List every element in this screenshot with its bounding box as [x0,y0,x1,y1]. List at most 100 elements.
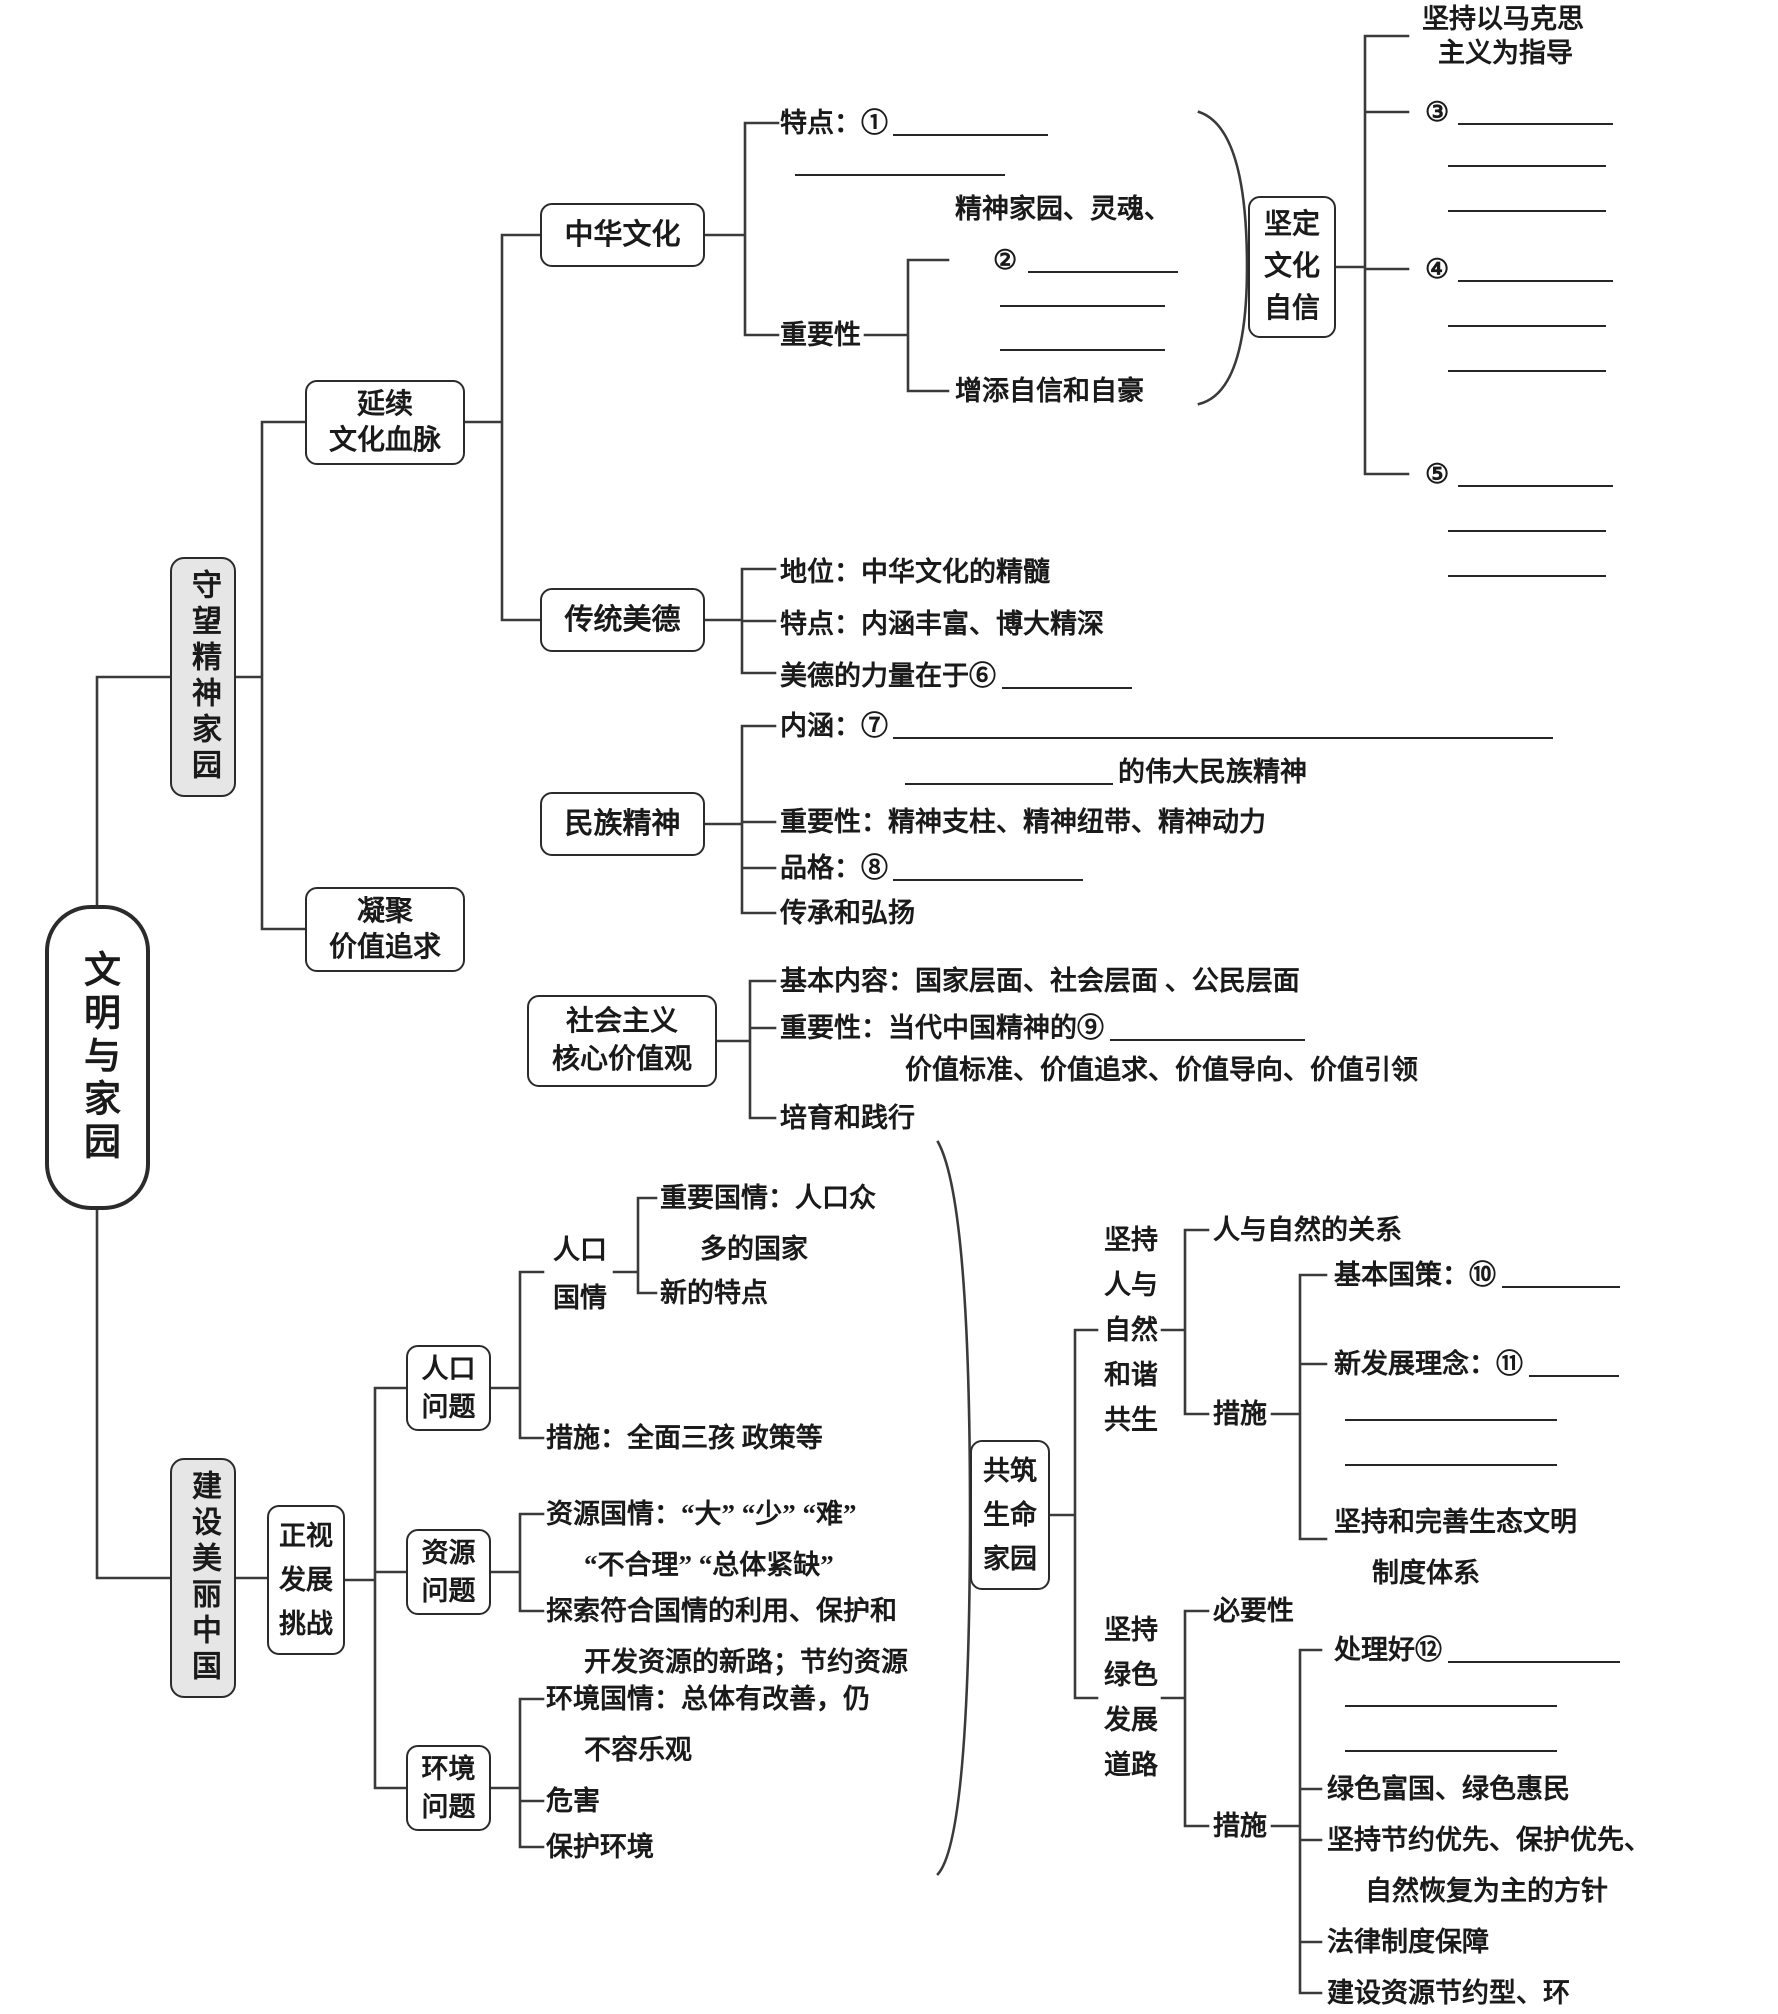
blank-line [1345,1705,1557,1707]
green-measure-4: 建设资源节约型、环 [1327,1978,1570,2008]
culture-line-connectors [463,233,542,622]
blank-line [1448,210,1606,212]
chinese-culture-connectors [703,121,780,337]
green-measure-2-line2: 自然恢复为主的方针 [1365,1876,1608,1906]
core-values-content: 基本内容：国家层面、社会层面 、公民层面 [780,966,1300,996]
node-build-beautiful-china: 建设美丽中国 [170,1458,236,1698]
core-values-connectors [715,979,777,1120]
virtue-status: 地位：中华文化的精髓 [780,557,1050,587]
beauty-branch-connectors [234,1386,408,1790]
life-home-label-line1: 共筑 [983,1456,1037,1486]
resource-explore-line1: 探索符合国情的利用、保护和 [546,1596,897,1626]
confidence-point-5: ⑤ [1425,459,1450,489]
confidence-point-3: ③ [1425,97,1450,127]
blank-line [1000,349,1165,351]
population-situation-line2: 国情 [553,1283,607,1313]
green-label-line2: 绿色 [1104,1660,1158,1690]
node-face-development-challenges: 正视 发展 挑战 [267,1505,345,1655]
challenges-label-line3: 挑战 [279,1609,333,1639]
blank-line [1345,1464,1557,1466]
resource-label-line1: 资源 [421,1538,476,1568]
population-situation-line1: 人口 [553,1235,607,1265]
confidence-list-connectors [1334,34,1410,476]
national-spirit-importance: 重要性：精神支柱、精神纽带、精神动力 [780,807,1266,837]
blank-line [1110,1039,1305,1041]
environment-protect: 保护环境 [546,1832,654,1862]
blank-line [1458,280,1613,282]
core-values-practice: 培育和践行 [780,1103,915,1133]
spine-connectors [95,675,172,1580]
node-national-spirit: 民族精神 [540,792,705,856]
green-label-line4: 道路 [1104,1750,1158,1780]
harmony-with-nature-label: 坚持 人与 自然 和谐 共生 [1100,1218,1162,1443]
population-situation-label: 人口 国情 [546,1226,614,1322]
blank-line [1000,305,1165,307]
harmony-relation: 人与自然的关系 [1213,1215,1402,1245]
resource-connectors [489,1512,545,1613]
confidence-point-4: ④ [1425,254,1450,284]
harmony-label-line3: 自然 [1104,1315,1158,1345]
blank-line [1458,123,1613,125]
virtue-connectors [703,567,777,675]
life-home-brace [936,1140,972,1876]
resource-situation-line1: 资源国情：“大” “少” “难” [546,1499,857,1529]
resource-situation-line2: “不合理” “总体紧缺” [584,1550,834,1580]
national-spirit-inherit: 传承和弘扬 [780,898,915,928]
node-guard-spiritual-home: 守望精神家园 [170,557,236,797]
node-firm-cultural-confidence: 坚定 文化 自信 [1248,196,1336,338]
national-spirit-character: 品格：⑧ [780,853,888,883]
node-environment-problem: 环境 问题 [406,1745,491,1831]
green-measure-3: 法律制度保障 [1327,1927,1489,1957]
node-root: 文明与家园 [45,905,150,1210]
chinese-culture-importance: 重要性 [780,320,861,350]
continue-label-line2: 文化血脉 [328,424,441,456]
environment-label-line1: 环境 [421,1754,476,1784]
green-measure-2-line1: 坚持节约优先、保护优先、 [1327,1825,1651,1855]
core-values-label-line2: 核心价值观 [551,1044,692,1075]
confidence-brace [1197,110,1249,406]
confidence-point-marxism-line2: 主义为指导 [1438,38,1573,68]
importance-item-pride: 增添自信和自豪 [955,376,1144,406]
population-key-fact-line1: 重要国情：人口众 [660,1183,876,1213]
chinese-culture-feature: 特点：① [780,108,888,138]
traditional-virtue-label: 传统美德 [564,604,681,636]
root-label: 文明与家园 [77,950,119,1165]
blank-line [1345,1750,1557,1752]
node-continue-cultural-bloodline: 延续 文化血脉 [305,380,465,465]
harmony-eco-system-line2: 制度体系 [1372,1558,1480,1588]
value-pursuit-label-line1: 凝聚 [356,895,413,927]
blank-line [905,783,1113,785]
confidence-point-marxism-line1: 坚持以马克思 [1422,4,1584,34]
virtue-power: 美德的力量在于⑥ [780,661,996,691]
blank-line [1028,271,1178,273]
value-pursuit-label-line2: 价值追求 [328,931,441,963]
importance-item-spiritual-home: 精神家园、灵魂、 [955,194,1171,224]
node-build-life-home: 共筑 生命 家园 [970,1440,1050,1590]
harmony-connectors [1160,1228,1328,1541]
core-values-importance: 重要性：当代中国精神的⑨ [780,1013,1104,1043]
blank-line [893,134,1048,136]
environment-harm: 危害 [546,1786,600,1816]
blank-line [893,879,1083,881]
importance-item-blank2: ② [993,245,1018,275]
green-label-line1: 坚持 [1104,1615,1158,1645]
population-label-line2: 问题 [421,1392,476,1422]
core-values-importance-line2: 价值标准、价值追求、价值导向、价值引领 [905,1055,1418,1085]
blank-line [795,174,1005,176]
environment-label-line2: 问题 [421,1792,476,1822]
core-values-label-line1: 社会主义 [565,1006,678,1037]
blank-line [1448,575,1606,577]
green-connectors [1160,1609,1323,1995]
blank-line [893,737,1553,739]
spirit-branch-connectors [234,420,307,931]
challenges-label-line1: 正视 [279,1521,333,1551]
environment-situation-line1: 环境国情：总体有改善，仍 [546,1684,870,1714]
blank-line [1529,1375,1619,1377]
population-measure: 措施：全面三孩 政策等 [546,1423,823,1453]
life-home-label-line3: 家园 [983,1544,1037,1574]
green-measures-label: 措施 [1213,1811,1267,1841]
blank-line [1502,1286,1620,1288]
environment-connectors [489,1697,545,1849]
blank-line [1448,165,1606,167]
